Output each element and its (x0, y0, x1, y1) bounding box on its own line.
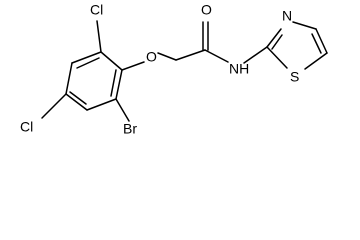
bond-thiazole-c5-s1 (304, 52, 328, 70)
atom-label-n-ring: N (282, 8, 292, 24)
molecule-structure-diagram: Cl Cl Br O O NH N S (20, 2, 328, 137)
bond-ring-c6-c1 (71, 51, 102, 64)
bond-ch2-c-carbonyl (175, 49, 206, 61)
atom-label-o-ether: O (146, 49, 157, 65)
bond-c5-cl-left (41, 93, 67, 119)
bond-thiazole-s1-c2 (266, 46, 288, 69)
bond-ring-c3-c3-inner (110, 69, 117, 97)
bond-o-ether-ch2 (157, 52, 177, 61)
bond-ring-c4-c5 (65, 93, 88, 111)
atom-label-nh: NH (229, 61, 249, 77)
bond-nh-c2-thiazole (243, 46, 268, 64)
bond-c2-o-ether (121, 61, 145, 71)
bond-thiazole-c2-n3-inner (271, 34, 283, 50)
atom-label-cl-left: Cl (20, 119, 33, 135)
bond-ring-c3-c4 (86, 98, 117, 111)
bond-ring-c2-c3 (115, 69, 123, 100)
bond-c3-br (115, 98, 130, 122)
bond-thiazole-n3-c4 (292, 21, 317, 30)
bond-c1-cl-top (96, 20, 102, 53)
bond-thiazole-c4-c5 (315, 28, 328, 54)
bond-thiazole-c4-c5-inner (311, 33, 322, 54)
bond-ring-c5-c6 (65, 62, 73, 95)
atom-label-o-carbonyl: O (201, 2, 212, 18)
atom-label-s-ring: S (290, 69, 299, 85)
atom-label-br: Br (123, 121, 137, 137)
molecule-svg: Cl Cl Br O O NH N S (20, 2, 328, 137)
bond-thiazole-c2-n3 (266, 28, 282, 48)
bond-ring-c6-c1-inner (76, 57, 100, 69)
bond-ring-c4-c5-inner (69, 91, 87, 105)
bond-ring-c1-c2 (100, 51, 123, 71)
atom-label-cl-top: Cl (90, 2, 103, 18)
bond-c-carbonyl-nh (204, 49, 229, 63)
